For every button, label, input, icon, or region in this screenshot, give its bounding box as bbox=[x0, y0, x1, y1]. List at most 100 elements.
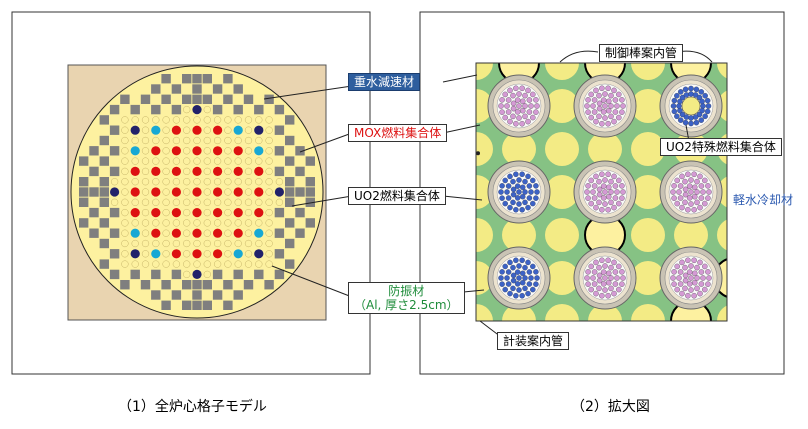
fuel-pin bbox=[588, 200, 594, 207]
fuel-pin bbox=[514, 183, 521, 189]
guide-tube bbox=[121, 126, 129, 134]
fuel-pin bbox=[510, 186, 517, 193]
guide-tube bbox=[265, 147, 273, 155]
fuel-pin bbox=[593, 259, 599, 266]
fuel-pin bbox=[677, 195, 684, 201]
reflector-block bbox=[285, 197, 295, 207]
reflector-block bbox=[305, 156, 315, 166]
guide-tube bbox=[265, 229, 273, 237]
moderator-region bbox=[545, 175, 579, 209]
fuel-pin bbox=[585, 109, 591, 115]
fuel-pin bbox=[513, 292, 519, 299]
reflector-block bbox=[192, 280, 202, 290]
fuel-assembly bbox=[213, 187, 223, 197]
guide-tube bbox=[141, 209, 150, 217]
fuel-pin bbox=[620, 189, 626, 195]
guide-tube bbox=[203, 157, 211, 165]
guide-tube bbox=[234, 136, 242, 145]
fuel-pin bbox=[691, 184, 698, 191]
fuel-pin bbox=[705, 183, 711, 189]
reflector-block bbox=[109, 166, 120, 177]
fuel-pin bbox=[602, 177, 608, 183]
guide-tube bbox=[224, 157, 232, 165]
fuel-pin bbox=[519, 171, 525, 178]
guide-tube bbox=[193, 157, 201, 165]
reflector-block bbox=[182, 74, 192, 84]
reflector-block bbox=[202, 74, 212, 84]
enlarged-lattice bbox=[476, 63, 727, 321]
fuel-pin bbox=[605, 184, 612, 191]
moderator-region bbox=[545, 218, 579, 252]
reflector-block bbox=[233, 104, 243, 115]
reflector-block bbox=[99, 115, 109, 125]
fuel-pin bbox=[602, 103, 608, 109]
guide-tube bbox=[121, 250, 129, 258]
reflector-block bbox=[161, 280, 171, 290]
fuel-pin bbox=[526, 281, 533, 287]
fuel-pin bbox=[686, 269, 693, 275]
reflector-block bbox=[285, 259, 295, 269]
fuel-pin bbox=[605, 98, 612, 105]
fuel-pin bbox=[702, 263, 708, 270]
fuel-pin bbox=[696, 111, 703, 118]
guide-tube bbox=[265, 209, 273, 217]
uo2-fuel-assembly-label: UO2燃料集合体 bbox=[348, 187, 446, 205]
reflector-block bbox=[109, 228, 120, 238]
fuel-assembly bbox=[192, 105, 202, 115]
fuel-pin bbox=[502, 114, 508, 121]
guide-tube bbox=[121, 260, 129, 268]
fuel-pin bbox=[605, 107, 612, 114]
fuel-pin bbox=[600, 109, 607, 115]
fuel-pin bbox=[608, 264, 614, 271]
fuel-pin bbox=[674, 113, 680, 120]
reflector-block bbox=[89, 187, 99, 197]
fuel-pin bbox=[510, 92, 516, 99]
reflector-block bbox=[285, 218, 295, 228]
reflector-block bbox=[274, 207, 285, 218]
vibration-damper-label: 防振材 （Al, 厚さ2.5cm） bbox=[348, 282, 465, 314]
guide-tube bbox=[203, 136, 211, 145]
guide-tube bbox=[172, 136, 181, 145]
fuel-pin bbox=[686, 195, 693, 201]
fuel-pin bbox=[697, 290, 703, 297]
fuel-assembly bbox=[192, 166, 202, 176]
fuel-assembly bbox=[233, 249, 243, 259]
moderator-region bbox=[717, 63, 727, 79]
fuel-pin bbox=[534, 189, 540, 195]
guide-tube bbox=[214, 260, 222, 268]
guide-tube bbox=[121, 147, 129, 155]
fuel-pin bbox=[671, 269, 677, 275]
reflector-block bbox=[285, 177, 295, 187]
fuel-pin bbox=[619, 97, 625, 103]
fuel-pin bbox=[528, 189, 534, 195]
moderator-region bbox=[631, 175, 665, 209]
guide-tube bbox=[255, 116, 263, 124]
guide-tube bbox=[265, 136, 273, 145]
fuel-pin bbox=[519, 184, 526, 191]
reflector-block bbox=[182, 280, 192, 290]
reflector-block bbox=[161, 74, 171, 84]
fuel-pin bbox=[526, 183, 533, 189]
guide-tube bbox=[244, 178, 253, 186]
guide-tube bbox=[244, 229, 253, 237]
fuel-pin bbox=[688, 85, 694, 92]
reflector-block bbox=[274, 125, 285, 135]
moderator-region bbox=[631, 132, 665, 166]
guide-tube bbox=[224, 198, 232, 206]
fuel-pin bbox=[585, 281, 591, 287]
fuel-pin bbox=[698, 89, 705, 95]
fuel-pin bbox=[612, 269, 619, 275]
fuel-pin bbox=[499, 269, 505, 275]
fuel-assembly bbox=[254, 249, 264, 259]
guide-tube bbox=[162, 126, 170, 134]
fuel-pin bbox=[616, 286, 622, 293]
reflector-block bbox=[305, 218, 315, 228]
fuel-pin bbox=[590, 103, 596, 109]
guide-tube bbox=[162, 198, 170, 206]
mox-fuel-assembly-label: MOX燃料集合体 bbox=[348, 124, 448, 142]
fuel-pin bbox=[499, 109, 505, 115]
fuel-pin bbox=[671, 183, 677, 189]
fuel-pin bbox=[584, 189, 590, 195]
guide-tube bbox=[131, 198, 139, 206]
guide-tube bbox=[141, 229, 150, 237]
